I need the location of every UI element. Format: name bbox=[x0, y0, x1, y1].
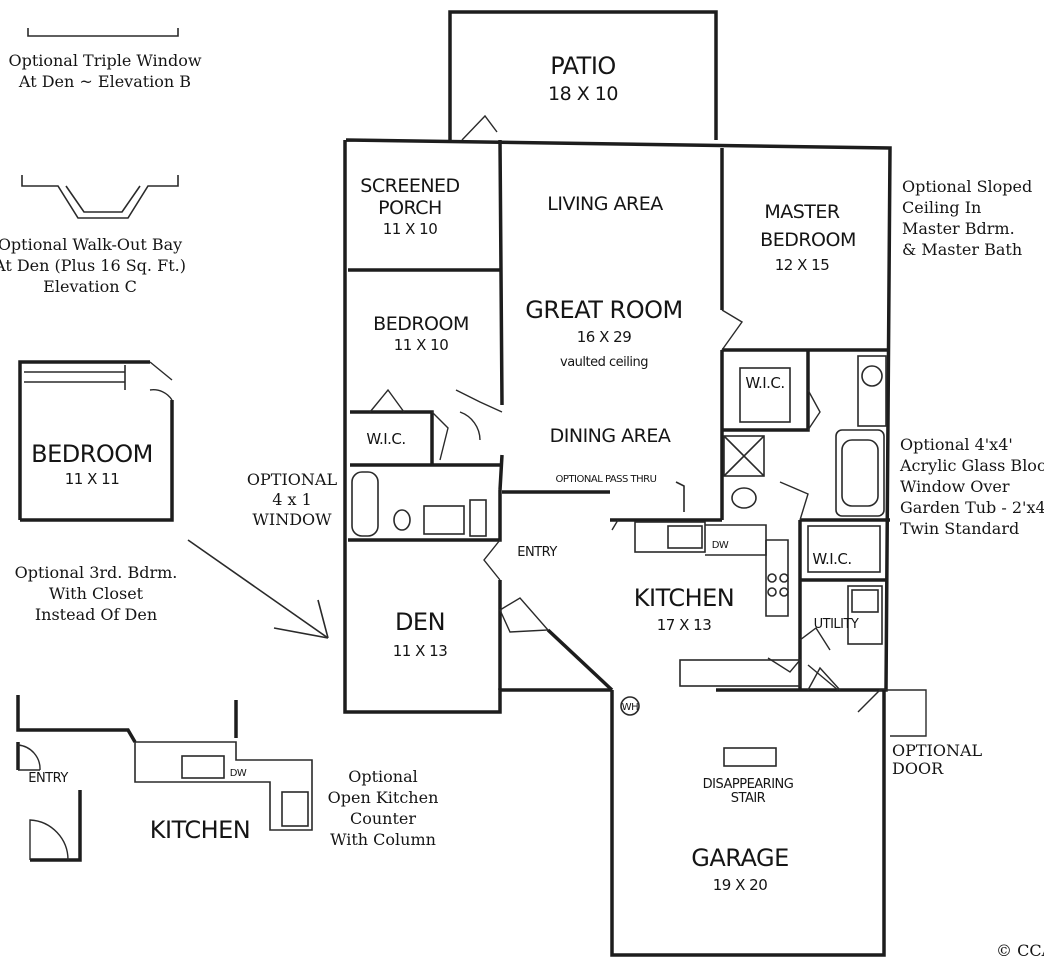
note-third-bedroom: Optional 3rd. Bdrm. With Closet Instead … bbox=[15, 563, 178, 624]
pass-thru-label: OPTIONAL PASS THRU bbox=[556, 474, 657, 485]
den-size: 11 X 13 bbox=[393, 642, 448, 660]
master-bedroom-line2: BEDROOM bbox=[760, 229, 856, 251]
svg-text:Master Bdrm.: Master Bdrm. bbox=[902, 219, 1015, 238]
svg-text:At Den ~ Elevation B: At Den ~ Elevation B bbox=[18, 72, 191, 91]
svg-text:Acrylic Glass Block: Acrylic Glass Block bbox=[899, 456, 1044, 475]
svg-text:Garden Tub - 2'x4': Garden Tub - 2'x4' bbox=[900, 498, 1044, 517]
alt-kitchen-label: KITCHEN bbox=[150, 816, 251, 844]
svg-text:Optional Sloped: Optional Sloped bbox=[902, 177, 1032, 196]
garage-walls bbox=[610, 690, 886, 957]
svg-text:With Column: With Column bbox=[330, 830, 436, 849]
alt-bedroom-size: 11 X 11 bbox=[65, 470, 120, 488]
svg-text:Open Kitchen: Open Kitchen bbox=[328, 788, 439, 807]
triple-window-sketch bbox=[27, 28, 179, 37]
garage-size: 19 X 20 bbox=[713, 876, 768, 894]
bathtub-left bbox=[351, 471, 379, 537]
svg-text:OPTIONAL: OPTIONAL bbox=[892, 741, 983, 760]
bedroom-size: 11 X 10 bbox=[394, 336, 449, 354]
garage-name: GARAGE bbox=[691, 844, 788, 872]
sink-left bbox=[423, 505, 465, 535]
svg-text:Instead Of Den: Instead Of Den bbox=[35, 605, 157, 624]
watermark: © CCAR bbox=[996, 941, 1044, 960]
entry-label: ENTRY bbox=[517, 545, 557, 560]
kitchen-name: KITCHEN bbox=[634, 584, 735, 612]
note-optional-door: OPTIONAL DOOR bbox=[892, 741, 983, 778]
kitchen-sink-counter bbox=[634, 521, 706, 553]
kitchen-island-counter bbox=[679, 659, 801, 687]
water-heater bbox=[620, 696, 640, 716]
kitchen-dw-label: DW bbox=[712, 540, 729, 551]
note-glass-block: Optional 4'x4' Acrylic Glass Block Windo… bbox=[899, 435, 1044, 538]
alt-dw-label: DW bbox=[230, 768, 247, 779]
great-room-name: GREAT ROOM bbox=[525, 296, 682, 324]
den-name: DEN bbox=[395, 608, 445, 636]
great-room-note: vaulted ceiling bbox=[560, 355, 648, 370]
disappearing-stair-line1: DISAPPEARING bbox=[703, 777, 794, 792]
bedroom-name: BEDROOM bbox=[373, 313, 469, 335]
great-room-size: 16 X 29 bbox=[577, 328, 632, 346]
washer-dryer bbox=[847, 585, 883, 645]
kitchen-size: 17 X 13 bbox=[657, 616, 712, 634]
note-window-4x1-1: OPTIONAL bbox=[247, 470, 338, 489]
screened-porch-size: 11 X 10 bbox=[383, 220, 438, 238]
note-walkout-bay: Optional Walk-Out Bay At Den (Plus 16 Sq… bbox=[0, 175, 186, 296]
alt-bedroom-plan: BEDROOM 11 X 11 bbox=[18, 360, 174, 522]
note-window-4x1-2: 4 x 1 bbox=[272, 490, 312, 509]
fixtures bbox=[351, 355, 887, 767]
note-open-kitchen: Optional Open Kitchen Counter With Colum… bbox=[328, 767, 439, 849]
master-bedroom-size: 12 X 15 bbox=[775, 256, 830, 274]
shower-master bbox=[723, 435, 765, 477]
note-triple-window: Optional Triple Window At Den ~ Elevatio… bbox=[8, 28, 202, 91]
garden-tub bbox=[835, 429, 885, 517]
svg-text:Window Over: Window Over bbox=[900, 477, 1010, 496]
note-window-4x1-3: WINDOW bbox=[252, 510, 332, 529]
toilet-left bbox=[393, 509, 411, 531]
wic-master-label: W.I.C. bbox=[745, 374, 784, 392]
wic-master2-label: W.I.C. bbox=[812, 550, 851, 568]
disappearing-stair-line2: STAIR bbox=[731, 791, 766, 806]
dining-area-label: DINING AREA bbox=[550, 425, 671, 447]
arrow-to-den bbox=[187, 539, 329, 639]
screened-porch-line2: PORCH bbox=[378, 197, 442, 219]
alt-kitchen-plan: ENTRY KITCHEN DW bbox=[16, 695, 313, 862]
kitchen-diagonal-wall bbox=[546, 628, 614, 692]
living-area-label: LIVING AREA bbox=[547, 193, 663, 215]
svg-text:Optional 3rd. Bdrm.: Optional 3rd. Bdrm. bbox=[15, 563, 178, 582]
patio-size: 18 X 10 bbox=[548, 83, 618, 105]
alt-bedroom-name: BEDROOM bbox=[31, 440, 153, 468]
svg-text:DOOR: DOOR bbox=[892, 759, 944, 778]
svg-text:Twin Standard: Twin Standard bbox=[900, 519, 1019, 538]
master-bedroom-line1: MASTER bbox=[764, 201, 840, 223]
svg-text:& Master Bath: & Master Bath bbox=[902, 240, 1022, 259]
svg-text:Optional Triple Window: Optional Triple Window bbox=[8, 51, 201, 70]
svg-text:Counter: Counter bbox=[350, 809, 416, 828]
svg-text:Elevation C: Elevation C bbox=[43, 277, 137, 296]
svg-text:Optional: Optional bbox=[348, 767, 418, 786]
patio: PATIO 18 X 10 bbox=[448, 10, 718, 141]
utility-label: UTILITY bbox=[814, 617, 859, 632]
patio-name: PATIO bbox=[550, 52, 616, 80]
note-sloped-ceiling: Optional Sloped Ceiling In Master Bdrm. … bbox=[902, 177, 1032, 259]
walkout-bay-sketch bbox=[21, 175, 179, 219]
attic-stair-hatch bbox=[723, 747, 777, 767]
svg-text:At Den (Plus 16 Sq. Ft.): At Den (Plus 16 Sq. Ft.) bbox=[0, 256, 186, 275]
wic-left-label: W.I.C. bbox=[366, 430, 405, 448]
toilet-master bbox=[731, 487, 757, 509]
doors bbox=[369, 309, 927, 737]
water-heater-label: WH bbox=[622, 702, 638, 713]
screened-porch-line1: SCREENED bbox=[360, 175, 459, 197]
svg-text:Optional 4'x4': Optional 4'x4' bbox=[900, 435, 1013, 454]
svg-text:With Closet: With Closet bbox=[49, 584, 144, 603]
alt-entry-label: ENTRY bbox=[28, 771, 68, 786]
svg-text:Optional Walk-Out Bay: Optional Walk-Out Bay bbox=[0, 235, 182, 254]
svg-text:Ceiling In: Ceiling In bbox=[902, 198, 981, 217]
